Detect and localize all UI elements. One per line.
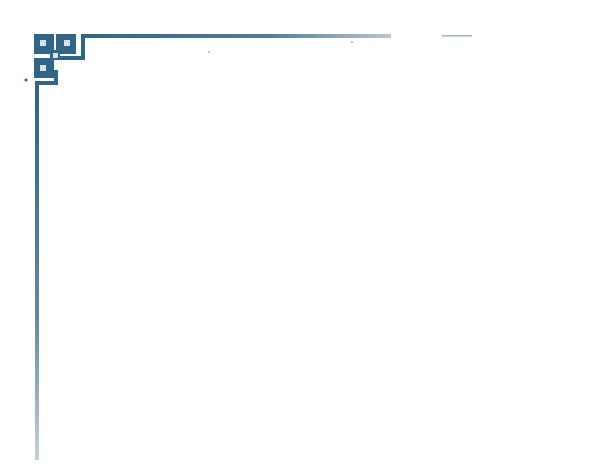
- top-border-dash: [442, 35, 472, 37]
- knot-ornament-icon: [34, 34, 85, 100]
- top-border-line: [81, 34, 391, 38]
- left-border-line: [35, 98, 39, 460]
